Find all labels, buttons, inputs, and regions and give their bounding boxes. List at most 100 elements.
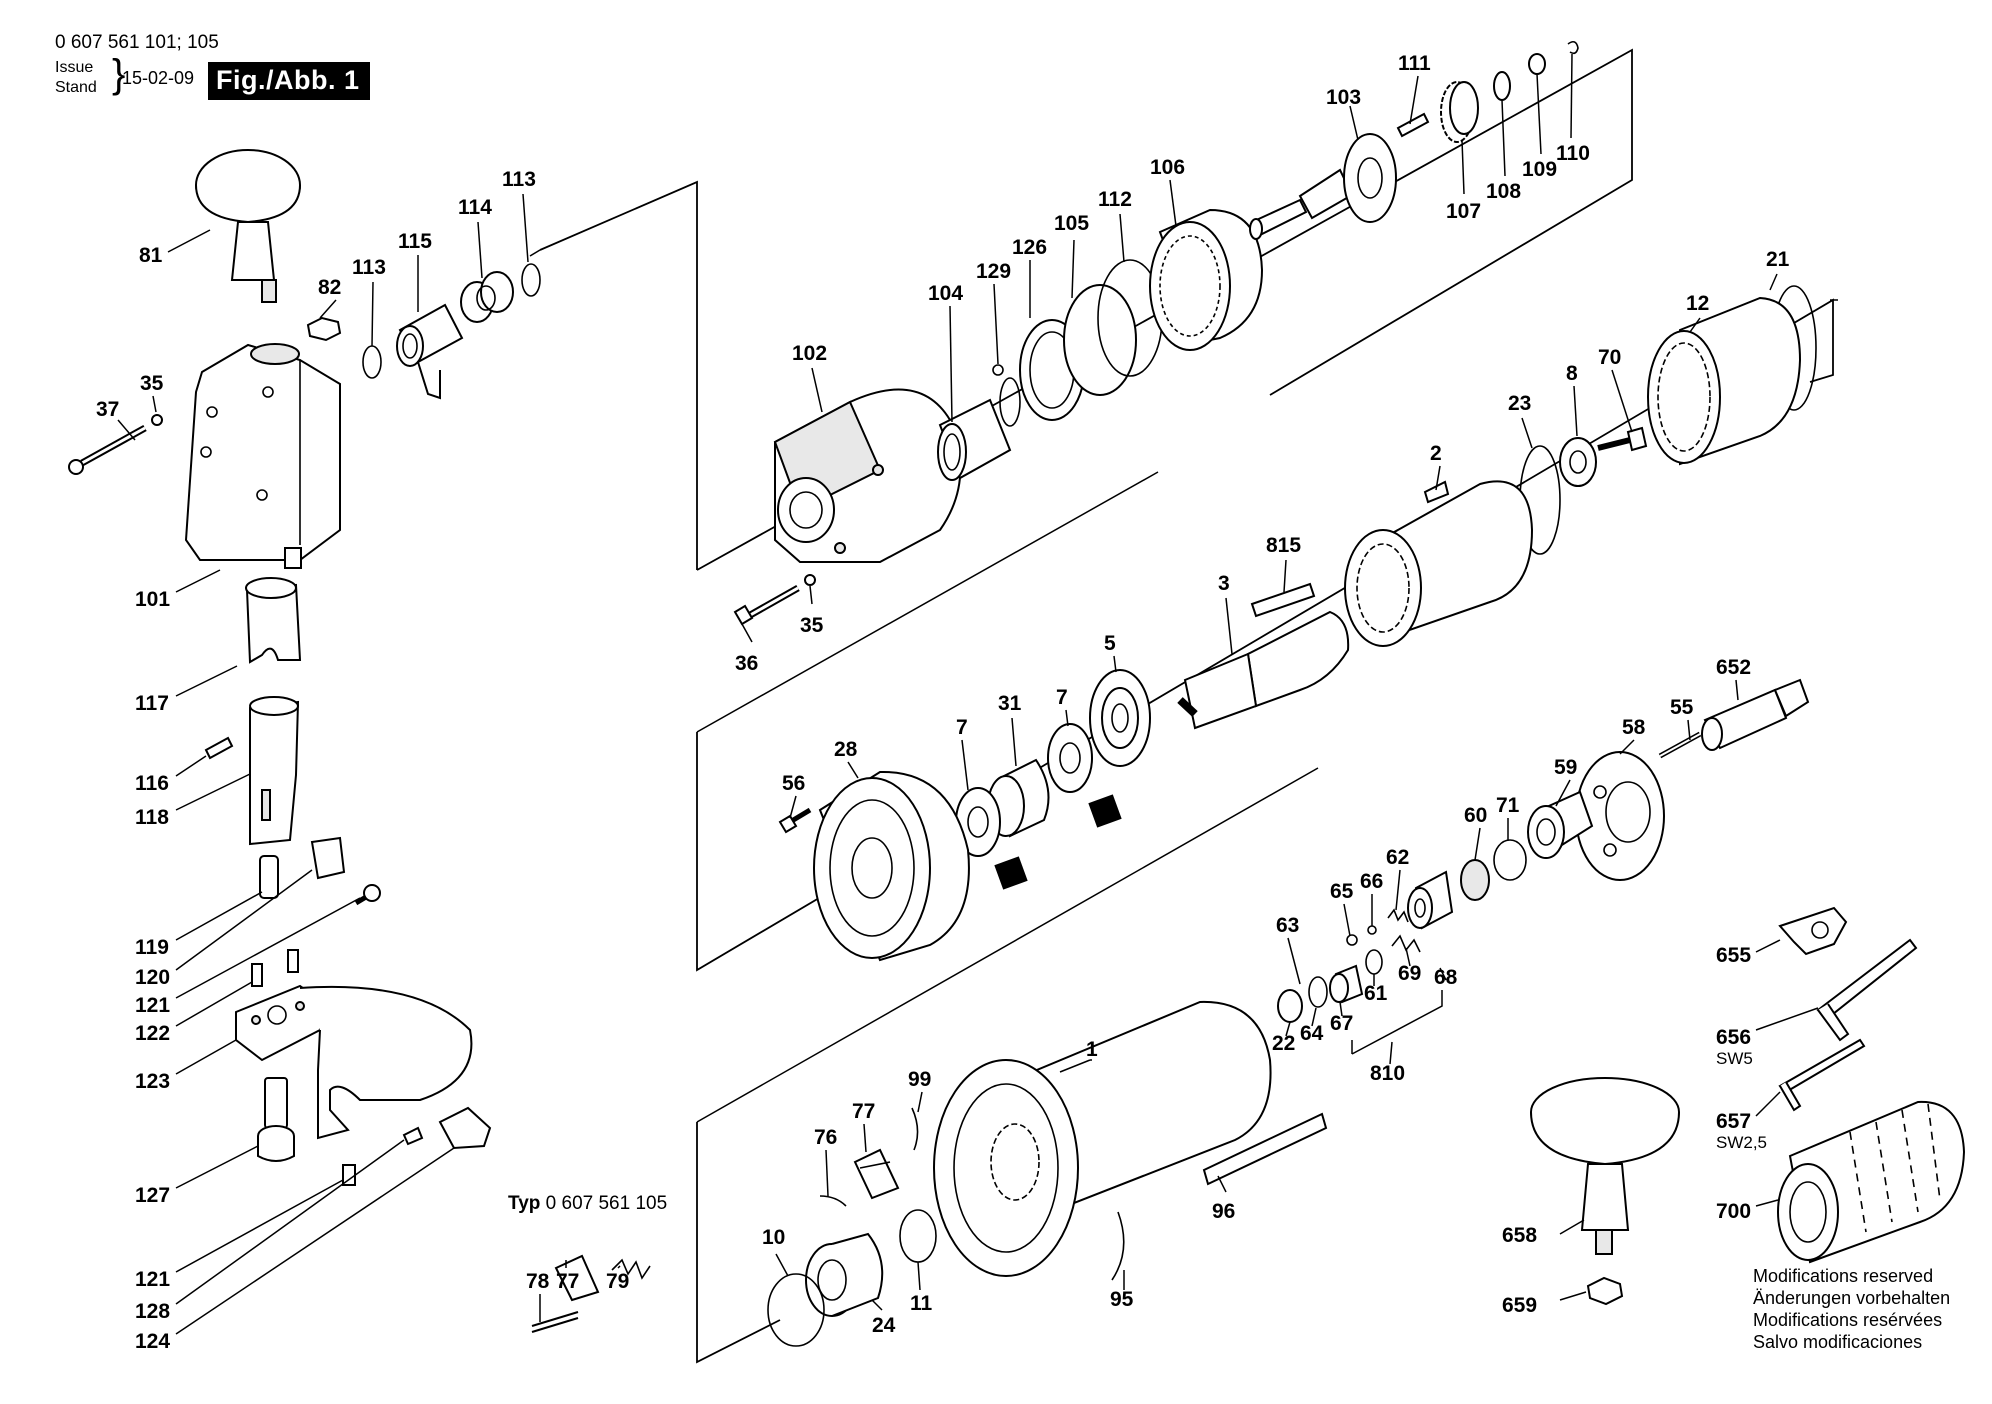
- part-label-56: 56: [782, 772, 805, 795]
- vane-815: [1250, 582, 1316, 618]
- filter-60: [1460, 859, 1490, 901]
- o-ring-64: [1308, 976, 1328, 1008]
- screw-36: [733, 584, 800, 626]
- notice-line-en: Modifications reserved: [1753, 1266, 1934, 1286]
- part-label-65: 65: [1330, 880, 1354, 903]
- part-label-99: 99: [908, 1068, 931, 1091]
- part-label-77: 77: [852, 1100, 875, 1123]
- washer-109: [1528, 53, 1546, 75]
- part-label-70: 70: [1598, 346, 1621, 369]
- part-label-700: 700: [1716, 1200, 1751, 1223]
- document-number: 0 607 561 101; 105: [55, 32, 219, 53]
- part-label-5: 5: [1104, 632, 1116, 655]
- part-label-62: 62: [1386, 846, 1409, 869]
- ring-113-left: [362, 345, 382, 379]
- bearing-plate-5: [1089, 669, 1151, 767]
- label-95: [1111, 1211, 1125, 1281]
- main-housing-group: [767, 1000, 1328, 1347]
- part-label-652: 652: [1716, 656, 1751, 679]
- screw-55: [1658, 731, 1702, 759]
- screw-56: [778, 807, 812, 834]
- head-housing-102: [773, 388, 962, 563]
- part-label-8: 8: [1566, 362, 1578, 385]
- part-label-28: 28: [834, 738, 858, 761]
- bearing-8: [1559, 437, 1597, 487]
- part-label-113: 113: [352, 256, 386, 279]
- spindle-103: [1249, 133, 1397, 240]
- screw-37: [68, 424, 147, 475]
- gear-107: [1440, 81, 1479, 143]
- part-label-77: 77: [556, 1270, 579, 1293]
- part-label-123: 123: [135, 1070, 170, 1093]
- part-label-81: 81: [139, 244, 163, 267]
- part-label-120: 120: [135, 966, 170, 989]
- symbol-grease-right: [1088, 794, 1122, 828]
- accessories-group: [1530, 906, 1966, 1306]
- plate-120: [310, 836, 346, 880]
- part-label-126: 126: [1012, 236, 1047, 259]
- part-label-11: 11: [910, 1292, 933, 1315]
- notice-line-fr: Modifications resérvées: [1753, 1310, 1943, 1330]
- part-label-111: 111: [1398, 52, 1431, 75]
- label-99: [911, 1107, 919, 1151]
- pin-78: [531, 1311, 579, 1333]
- part-label-655: 655: [1716, 944, 1751, 967]
- pin-116: [204, 736, 234, 760]
- spring-76: [819, 1195, 847, 1207]
- symbol-grease-left: [994, 856, 1028, 890]
- die-123: [235, 984, 473, 1140]
- part-label-105: 105: [1054, 212, 1089, 235]
- part-label-107: 107: [1446, 200, 1481, 223]
- notice-line-de: Änderungen vorbehalten: [1753, 1288, 1951, 1308]
- valve-insert-24: [805, 1232, 884, 1317]
- part-label-129: 129: [976, 260, 1011, 283]
- part-label-659: 659: [1502, 1294, 1537, 1317]
- issue-label-line2: Stand: [55, 79, 97, 96]
- key-655: [1778, 906, 1848, 956]
- hex-key-656: [1816, 938, 1918, 1042]
- issue-label-line1: Issue: [55, 59, 94, 76]
- screw-120-small: [354, 884, 381, 906]
- part-label-115: 115: [398, 230, 432, 253]
- type-model: 0 607 561 105: [545, 1193, 668, 1214]
- part-label-63: 63: [1276, 914, 1299, 937]
- part-label-76: 76: [814, 1126, 837, 1149]
- motor-group: [778, 285, 1817, 962]
- part-label-36: 36: [735, 652, 758, 675]
- part-label-116: 116: [135, 772, 169, 795]
- issue-date: 15-02-09: [122, 68, 195, 88]
- frame-head: [539, 180, 698, 570]
- part-label-121: 121: [135, 994, 170, 1017]
- part-number-labels: 81 82 113 113 114 115 35 37 101 117 116 …: [96, 52, 1790, 1353]
- type-prefix: Typ: [508, 1193, 541, 1214]
- typ-105-detail: [531, 1254, 651, 1333]
- part-label-79: 79: [606, 1270, 629, 1293]
- part-label-31: 31: [998, 692, 1022, 715]
- part-label-3: 3: [1218, 572, 1230, 595]
- cutter-head-group: [68, 149, 541, 1186]
- part-label-96: 96: [1212, 1200, 1235, 1223]
- part-label-55: 55: [1670, 696, 1694, 719]
- ring-126: [999, 377, 1021, 427]
- label-96: [1202, 1112, 1328, 1186]
- part-label-78: 78: [526, 1270, 550, 1293]
- gear-train-group: [733, 40, 1579, 626]
- part-label-124: 124: [135, 1330, 170, 1353]
- spring-62: [1387, 908, 1409, 923]
- spring-128: [402, 1126, 424, 1146]
- type-note: Typ 0 607 561 105: [508, 1193, 667, 1215]
- size-label-sw5: SW5: [1716, 1049, 1753, 1068]
- part-label-35: 35: [140, 372, 164, 395]
- part-label-128: 128: [135, 1300, 170, 1323]
- cylinder-2: [1344, 480, 1534, 647]
- part-label-21: 21: [1766, 248, 1790, 271]
- seal-22: [1277, 989, 1303, 1023]
- part-label-108: 108: [1486, 180, 1521, 203]
- hex-key-657: [1778, 1038, 1866, 1112]
- bracket-810: [1351, 990, 1443, 1055]
- bolt-127: [257, 1077, 295, 1162]
- issue-label: Issue Stand: [55, 58, 97, 98]
- ring-110: [1567, 40, 1579, 55]
- part-label-2: 2: [1430, 442, 1442, 465]
